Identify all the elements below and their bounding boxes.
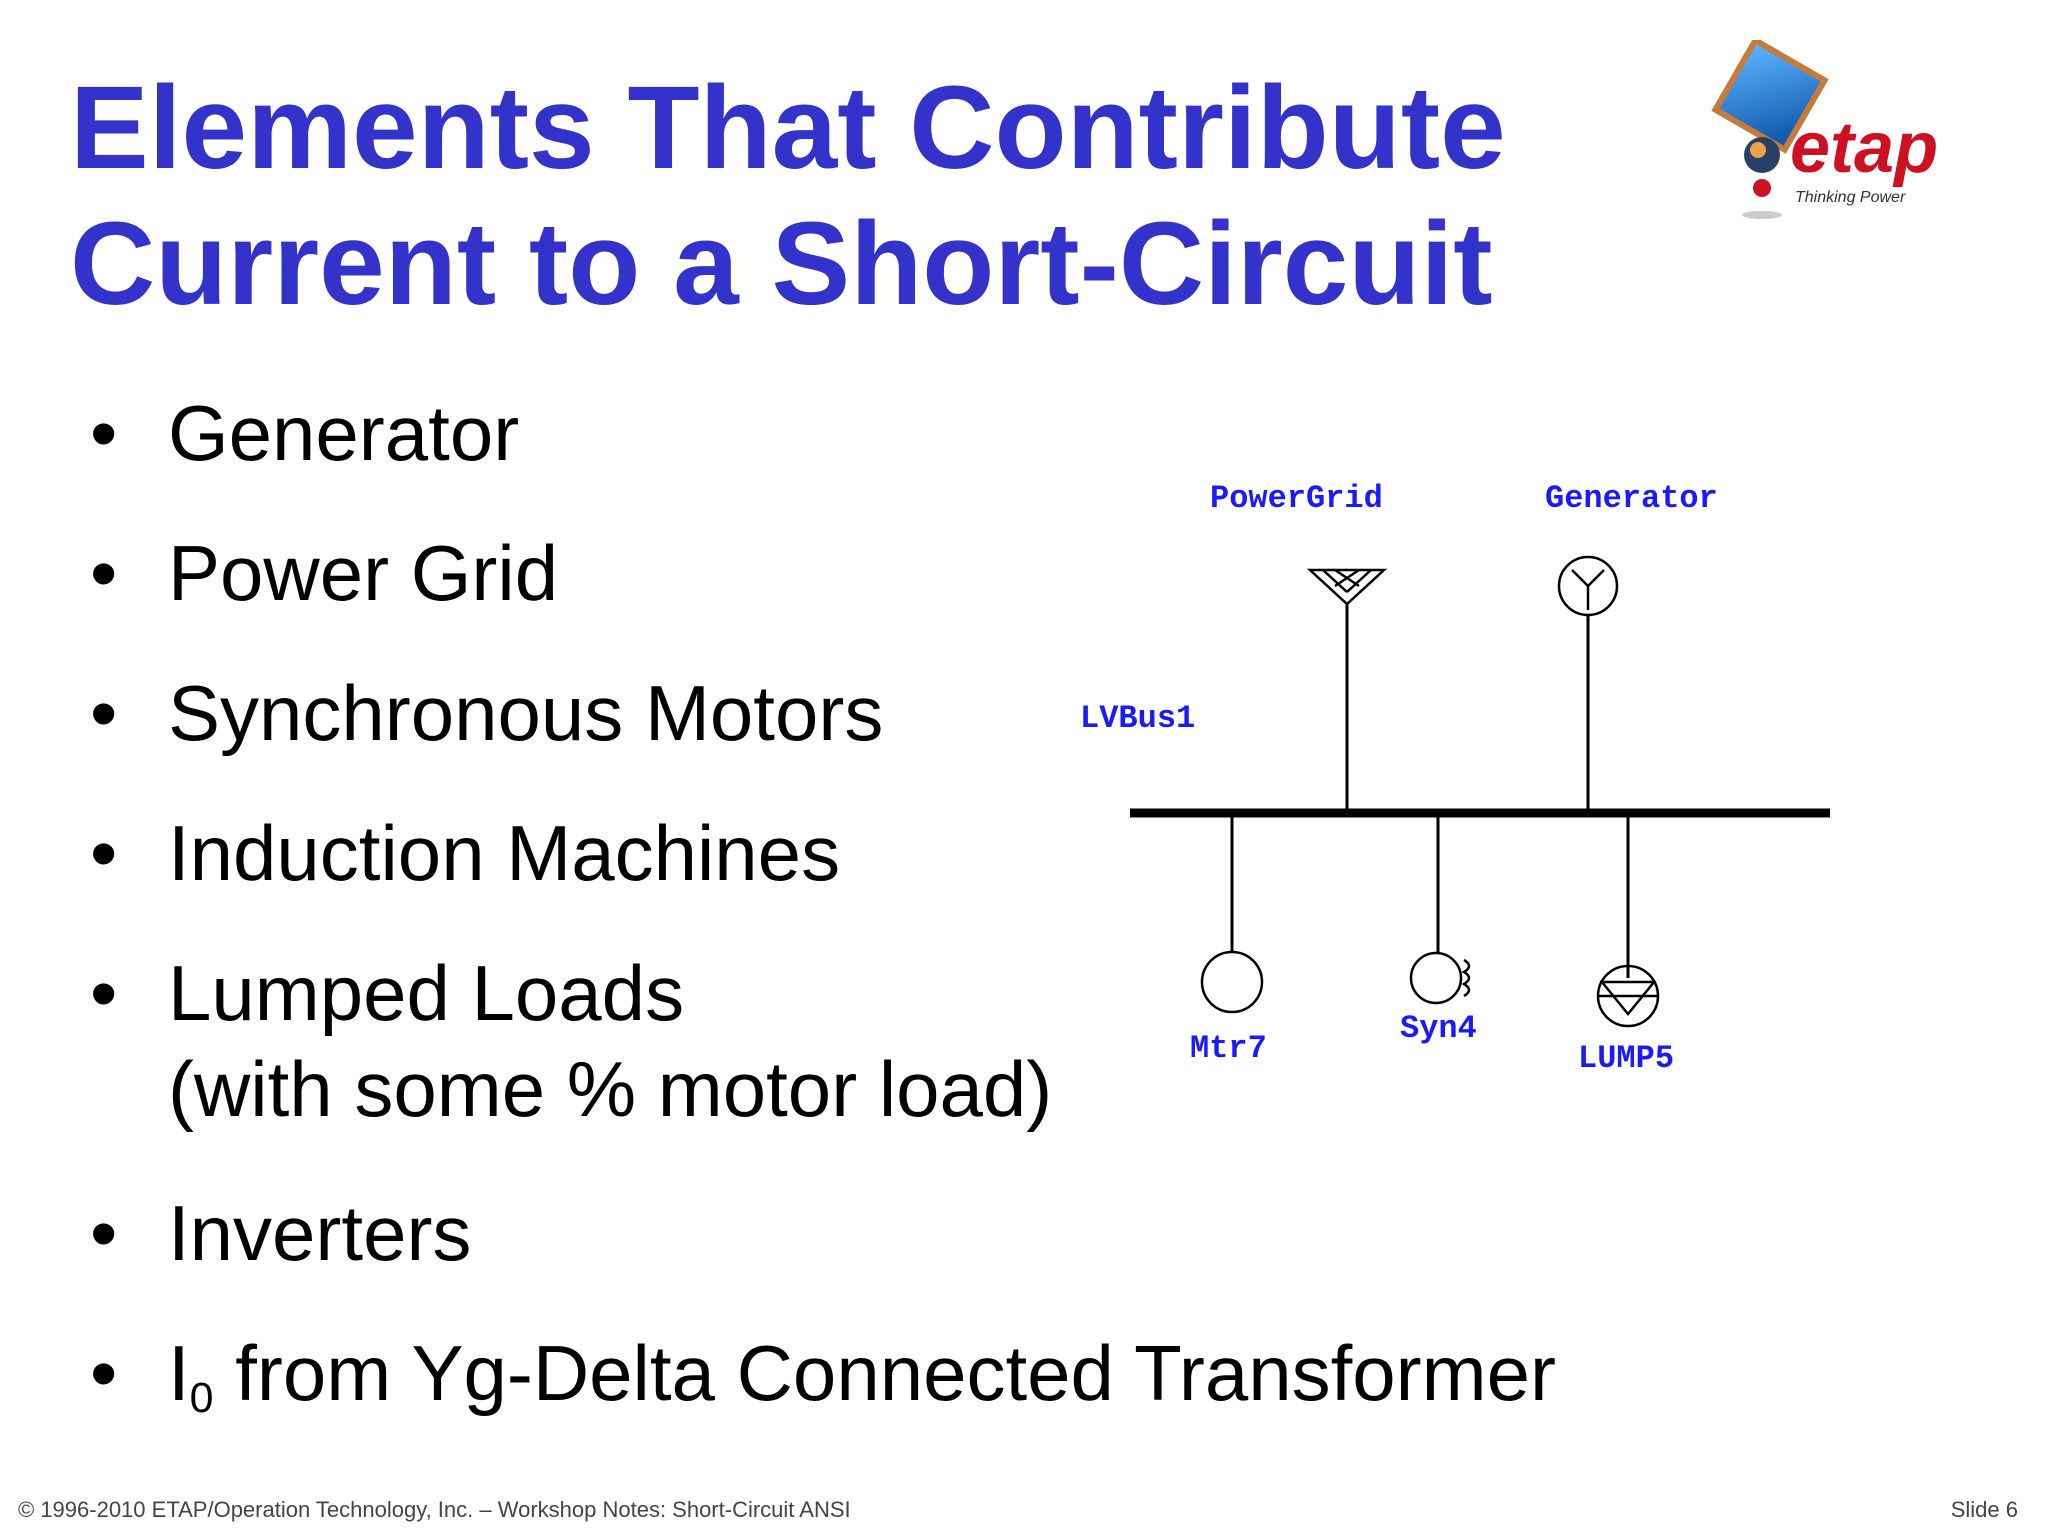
bullet-marker: •: [90, 529, 118, 617]
bullet-text: Synchronous Motors: [168, 669, 884, 757]
bullet-text-suffix: from Yg-Delta Connected Transformer: [213, 1329, 1556, 1417]
one-line-diagram: PowerGrid Generator LVBus1 Mtr7 Syn4 LUM…: [1080, 480, 1830, 1077]
bullet-marker: •: [90, 1329, 118, 1417]
bullet-text: I0 from Yg-Delta Connected Transformer: [168, 1325, 1556, 1421]
slide-title-line-2: Current to a Short-Circuit: [70, 198, 1493, 330]
bullet-text-prefix: I: [168, 1329, 190, 1417]
bullet-text-subscript: 0: [189, 1374, 214, 1422]
bullet-text: Induction Machines: [168, 809, 841, 897]
bus-label: LVBus1: [1080, 700, 1195, 737]
etap-logo-tagline: Thinking Power: [1795, 189, 1906, 206]
synchronous-motor-icon: [1409, 951, 1471, 1005]
lumped-load-icon: [1596, 964, 1660, 1028]
bullet-marker: •: [90, 669, 118, 757]
bullet-marker: •: [90, 809, 118, 897]
bullet-text: Inverters: [168, 1189, 472, 1277]
lumped-load-label: LUMP5: [1578, 1040, 1674, 1077]
power-grid-icon: [1306, 568, 1388, 606]
bullet-text: Lumped Loads (with some % motor load): [168, 945, 1052, 1137]
etap-logo-icon: [1711, 40, 1829, 219]
induction-motor-icon: [1200, 950, 1264, 1014]
slide-title: Elements That Contribute Current to a Sh…: [70, 60, 1506, 332]
bullet-text: Power Grid: [168, 529, 559, 617]
slide-title-line-1: Elements That Contribute: [70, 62, 1506, 194]
slide-number: Slide 6: [1950, 1497, 2018, 1522]
generator-icon: [1557, 555, 1619, 617]
etap-logo-brand: etap: [1790, 108, 1938, 188]
etap-logo: etap Thinking Power: [1711, 40, 1938, 219]
footer-copyright: © 1996-2010 ETAP/Operation Technology, I…: [18, 1497, 851, 1522]
bullet-marker: •: [90, 949, 118, 1037]
syn-motor-label: Syn4: [1400, 1010, 1477, 1047]
bullet-text-line-2: (with some % motor load): [168, 1045, 1053, 1133]
generator-label: Generator: [1545, 480, 1718, 517]
bullet-text: Generator: [168, 389, 520, 477]
bullet-marker: •: [90, 389, 118, 477]
powergrid-label: PowerGrid: [1210, 480, 1383, 517]
bullet-marker: •: [90, 1189, 118, 1277]
bullet-text-line-1: Lumped Loads: [168, 949, 685, 1037]
motor-label: Mtr7: [1190, 1030, 1267, 1067]
